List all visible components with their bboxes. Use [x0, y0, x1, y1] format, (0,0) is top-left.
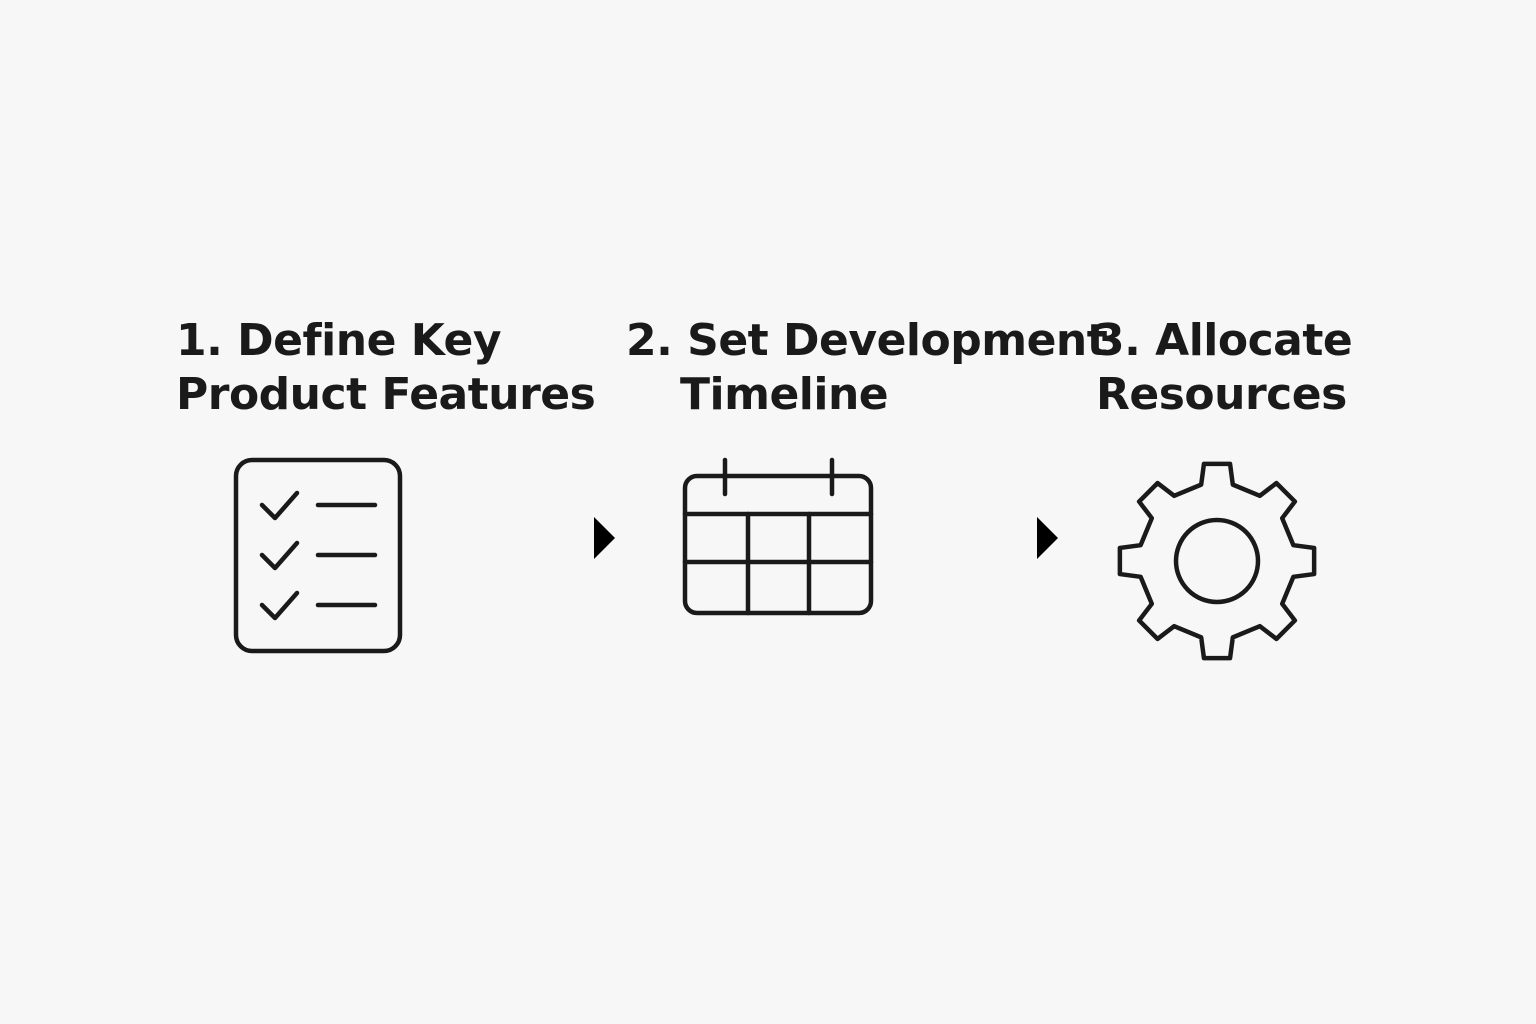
step-3-title-line-1: 3. Allocate	[1094, 315, 1353, 366]
arrow-right-icon	[594, 517, 615, 559]
calendar-icon	[682, 457, 874, 616]
step-2-title: 2. Set Development Timeline	[626, 314, 1108, 422]
step-1-title-line-2: Product Features	[176, 369, 596, 420]
step-2-title-line-1: 2. Set Development	[626, 315, 1108, 366]
gear-icon	[1117, 461, 1317, 661]
step-2-title-line-2: Timeline	[680, 369, 889, 420]
step-1-title: 1. Define Key Product Features	[176, 314, 596, 422]
step-3-title-line-2: Resources	[1096, 369, 1347, 420]
checklist-icon	[233, 457, 403, 654]
arrow-right-icon	[1037, 517, 1058, 559]
step-1-title-line-1: 1. Define Key	[176, 315, 502, 366]
step-3-title: 3. Allocate Resources	[1094, 314, 1353, 422]
